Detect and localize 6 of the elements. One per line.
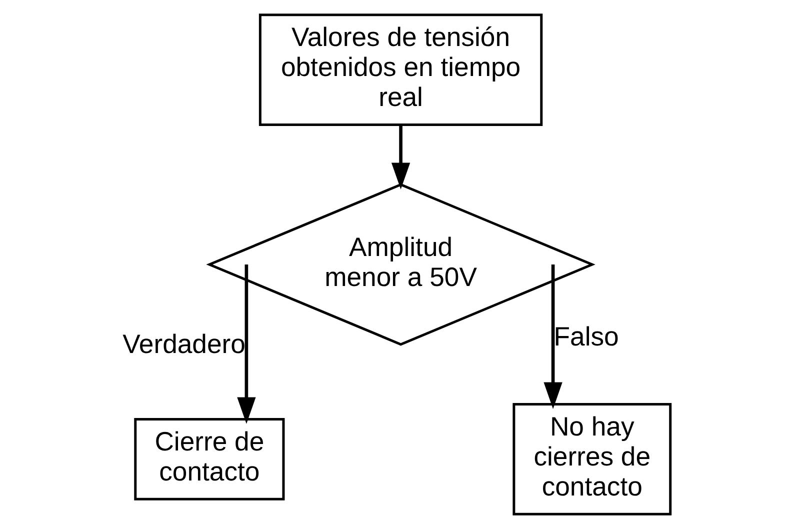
arrow	[236, 264, 256, 424]
arrow	[390, 125, 410, 190]
node-box: Cierre de contacto	[134, 418, 284, 500]
arrow	[543, 264, 562, 409]
node-box: No hay cierres de contacto	[512, 403, 672, 516]
node-box: Valores de tensión obtenidos en tiempo real	[258, 14, 542, 126]
